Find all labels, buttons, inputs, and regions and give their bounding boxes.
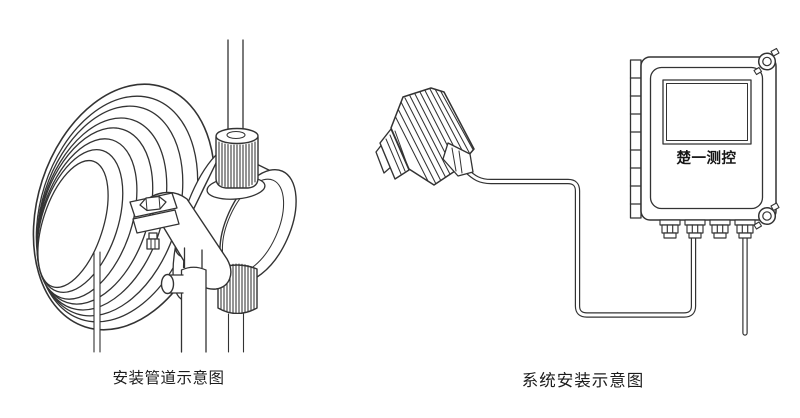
pipe-coupling-top: [215, 127, 259, 189]
clamp-stud: [146, 232, 160, 250]
cable-strain-relief-cone: [442, 142, 474, 177]
signal-cable: [463, 167, 697, 318]
hex-bolt: [139, 195, 167, 212]
right-figure-caption: 系统安装示意图: [521, 371, 645, 390]
right-diagram-system-installation: [375, 47, 780, 336]
latch-screw-bottom: [753, 202, 780, 230]
finned-sensor-body: [32, 83, 216, 331]
left-diagram-pipe-installation: [32, 39, 297, 353]
cable-gland-1: [659, 219, 681, 239]
cable-gland-2: [684, 219, 706, 239]
controller-brand-label: 楚一测控: [676, 151, 737, 167]
cable-gland-4: [734, 219, 756, 239]
left-figure-caption: 安装管道示意图: [112, 370, 225, 387]
sensor-cable: [93, 251, 101, 353]
latch-screw-top: [753, 47, 780, 76]
display-screen: [662, 79, 752, 145]
mounting-clamp: [129, 191, 232, 290]
sensor-thread-connector: [375, 128, 410, 180]
front-pipe: [160, 247, 207, 353]
cable-glands: [659, 219, 756, 239]
cable-gland-3: [709, 219, 731, 239]
enclosure-hinge: [629, 59, 642, 219]
valve-knob: [160, 273, 184, 295]
probe-sensor: [375, 87, 475, 186]
controller-enclosure: [629, 47, 780, 239]
vertical-pipe-top: [227, 39, 244, 137]
